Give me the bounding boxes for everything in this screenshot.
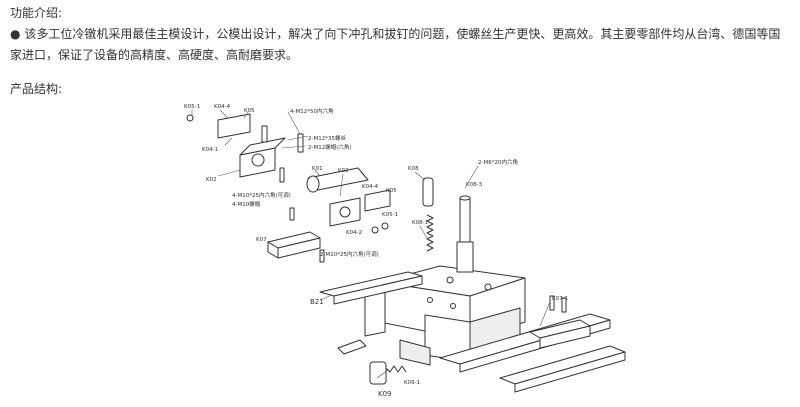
label-nut-m10: 4-M10螺帽 [232,200,261,208]
section-title-structure: 产品结构: [10,82,63,96]
label-b21: B21 [310,298,324,306]
label-nut-m12: 2-M12螺帽(六角) [308,143,352,151]
label-k04-4: K04-4 [214,104,231,110]
label-k09: K09 [378,390,392,398]
label-k08-3: K08-3 [466,182,483,188]
label-k07-1: K07-1 [552,296,568,302]
label-k05-1-lower: K05-1 [382,212,398,218]
part-k09 [369,361,387,385]
label-k05-lower: K05 [386,188,397,194]
label-bolt-m6-20: 2-M6*20内六角 [478,158,518,166]
label-k05-1: K05-1 [184,104,200,110]
label-bolt-m10-25-lower: 2-M10*25内六角(可调) [320,250,379,258]
label-k08-1: K08-1 [412,220,428,226]
exploded-structure-diagram: K05-1 K04-4 K05 4-M12*50内六角 K04-1 2-M12*… [184,104,626,398]
label-k04-4-lower: K04-4 [362,184,379,190]
label-screw-m12-35: 2-M12*35螺丝 [308,134,346,142]
function-text: 该多工位冷镦机采用最佳主模设计，公模出设计，解决了向下冲孔和拔钉的问题，使螺丝生… [10,27,781,62]
section-title-function: 功能介绍: [10,6,63,20]
label-k07: K07 [256,237,267,243]
label-bolt-m10-25: 4-M10*25内六角(可调) [232,191,291,199]
spring [426,214,434,252]
label-bolt-m12-50: 4-M12*50内六角 [290,107,333,115]
pin-k08 [422,177,434,207]
bullet: ● [10,27,21,41]
label-k04-2: K04-2 [346,230,362,236]
label-k05: K05 [244,108,255,114]
label-k04-1: K04-1 [202,147,218,153]
function-description: ● 该多工位冷镦机采用最佳主模设计，公模出设计，解决了向下冲孔和拔钉的问题，使螺… [10,24,790,66]
label-k02-upper: K02 [206,177,217,183]
label-k02-lower: K02 [338,168,349,174]
label-k08: K08 [408,166,419,172]
label-k09-1: K09-1 [404,380,420,386]
label-k01: K01 [312,166,323,172]
